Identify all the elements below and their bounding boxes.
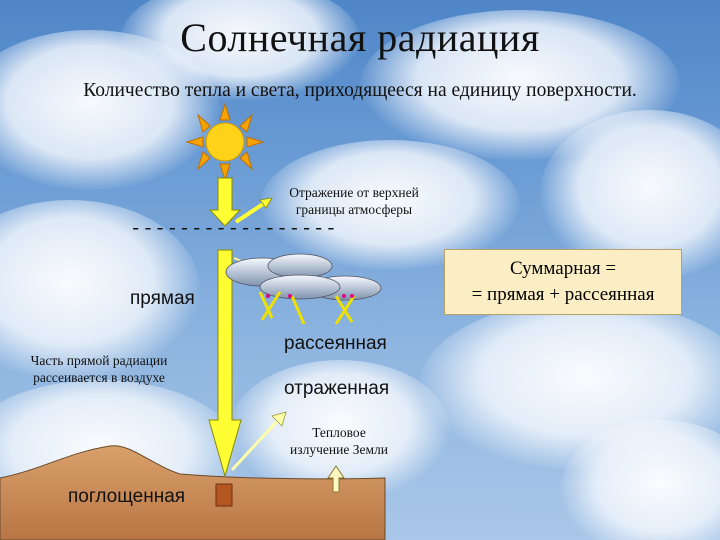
scatter-note-line2: рассеивается в воздухе bbox=[33, 370, 165, 385]
thermal-arrow bbox=[327, 465, 345, 493]
atmosphere-boundary-line: ----------------- bbox=[130, 218, 338, 240]
page-subtitle: Количество тепла и света, приходящееся н… bbox=[83, 80, 637, 101]
sun-icon bbox=[185, 102, 265, 182]
cloud-icon bbox=[225, 253, 382, 301]
direct-ray-top bbox=[208, 177, 242, 227]
total-radiation-formula: Суммарная = = прямая + рассеянная bbox=[444, 249, 682, 315]
formula-line1: Суммарная = bbox=[509, 258, 617, 279]
top-reflection-line2: границы атмосферы bbox=[295, 202, 413, 217]
top-reflection-line1: Отражение от верхней bbox=[289, 185, 419, 200]
direct-ray-main bbox=[208, 249, 242, 478]
reflected-arrow bbox=[230, 416, 282, 472]
thermal-line2: излучение Земли bbox=[290, 442, 388, 457]
ground bbox=[0, 445, 386, 540]
reflected-label: отраженная bbox=[284, 378, 390, 399]
page-title: Солнечная радиация bbox=[180, 15, 540, 60]
thermal-line1: Тепловое bbox=[312, 425, 366, 440]
thermal-label: Тепловое излучение Земли bbox=[274, 424, 404, 458]
scatter-note: Часть прямой радиации рассеивается в воз… bbox=[4, 352, 194, 386]
scattered-label: рассеянная bbox=[284, 333, 387, 354]
direct-label: прямая bbox=[130, 288, 195, 309]
scattered-arrows bbox=[258, 291, 356, 325]
absorbed-label: поглощенная bbox=[68, 486, 186, 507]
scatter-note-line1: Часть прямой радиации bbox=[30, 353, 168, 368]
top-reflection-label: Отражение от верхней границы атмосферы bbox=[264, 184, 444, 218]
top-reflection-arrow bbox=[234, 200, 268, 224]
formula-line2: = прямая + рассеянная bbox=[471, 284, 655, 305]
ground-absorption-block bbox=[215, 483, 233, 507]
